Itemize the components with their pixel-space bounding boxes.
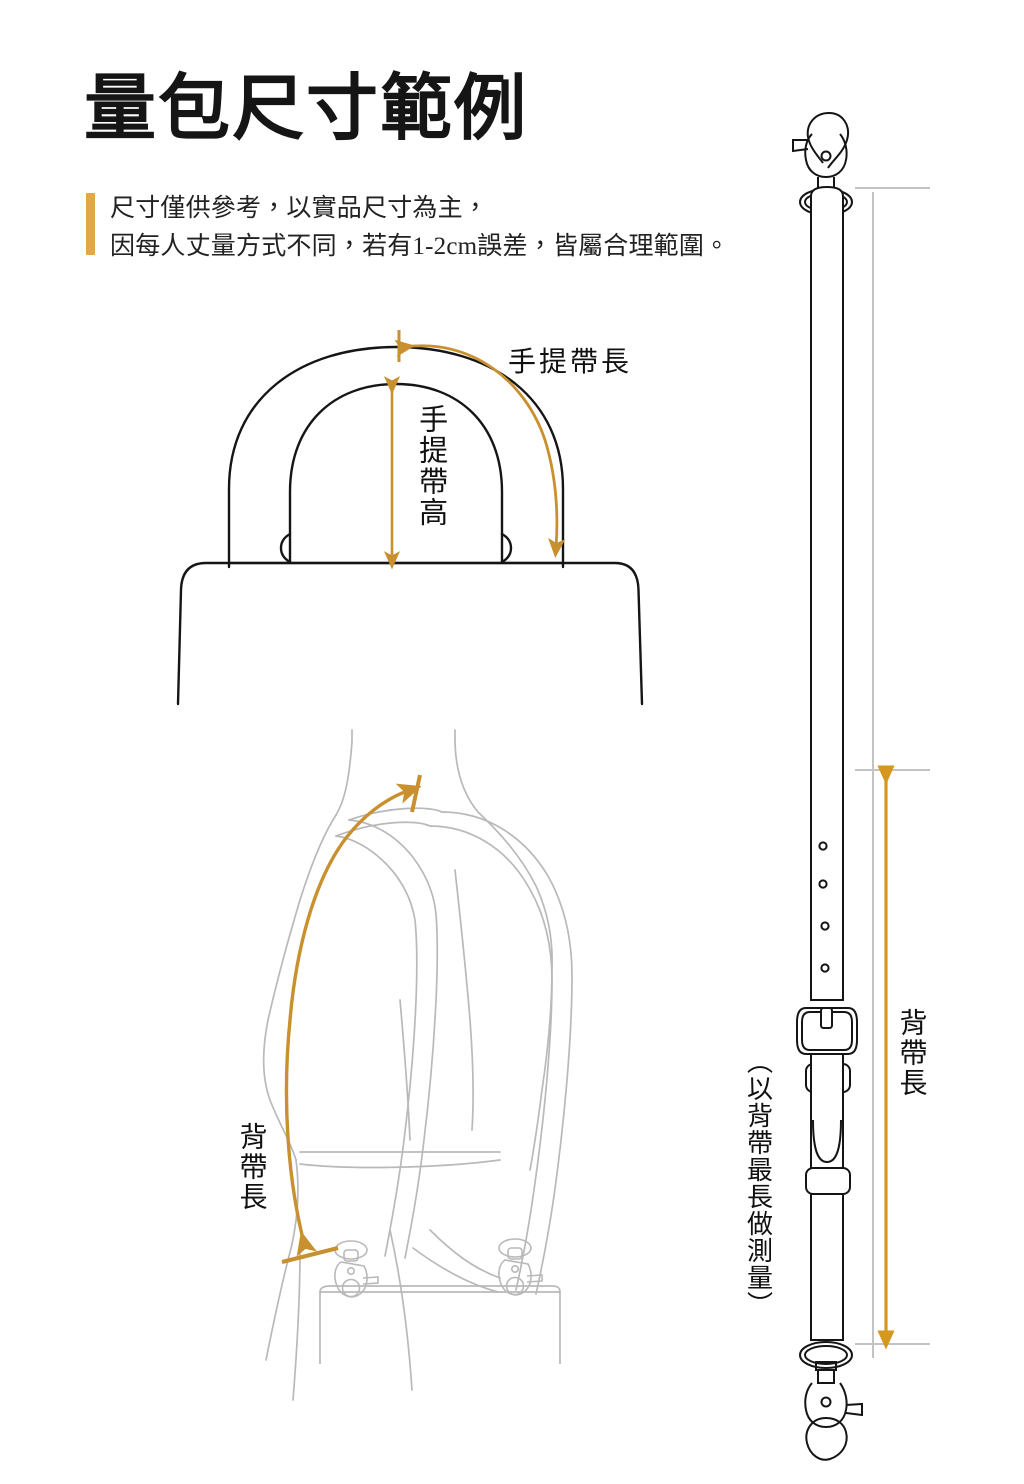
- person-figure: [262, 729, 553, 1401]
- label-handle-height: 手提帶高: [414, 404, 447, 528]
- label-strap-measure-note: （以背帶最長做測量）: [743, 1048, 773, 1318]
- strap-adjust-holes: [818, 841, 830, 973]
- strap-clasp-top: [792, 112, 853, 216]
- label-strap-length-person: 背帶長: [235, 1122, 267, 1212]
- strap-band: [810, 185, 844, 1001]
- label-strap-length-right: 背帶長: [895, 1008, 927, 1098]
- person-bag-straps: [335, 807, 573, 1295]
- strap-tail: [805, 1053, 851, 1341]
- strap-buckle: [796, 1007, 858, 1093]
- strap-dimension-guides: [855, 187, 930, 1358]
- person-clasp-left: [334, 1240, 379, 1298]
- page-title: 量包尺寸範例: [84, 69, 529, 149]
- page-subtitle: 尺寸僅供參考，以實品尺寸為主， 因每人丈量方式不同，若有1-2cm誤差，皆屬合理…: [110, 190, 729, 266]
- accent-bar: [86, 193, 95, 255]
- subtitle-line-1: 尺寸僅供參考，以實品尺寸為主，: [110, 195, 489, 222]
- label-handle-length: 手提帶長: [508, 347, 633, 378]
- strap-clasp-bottom: [799, 1341, 863, 1461]
- arrow-strap-length-person: [281, 774, 422, 1264]
- person-bag-body: [319, 1285, 561, 1364]
- subtitle-line-2: 因每人丈量方式不同，若有1-2cm誤差，皆屬合理範圍。: [110, 233, 730, 260]
- handbag-outline: [176, 345, 644, 706]
- person-clasp-right: [498, 1238, 543, 1296]
